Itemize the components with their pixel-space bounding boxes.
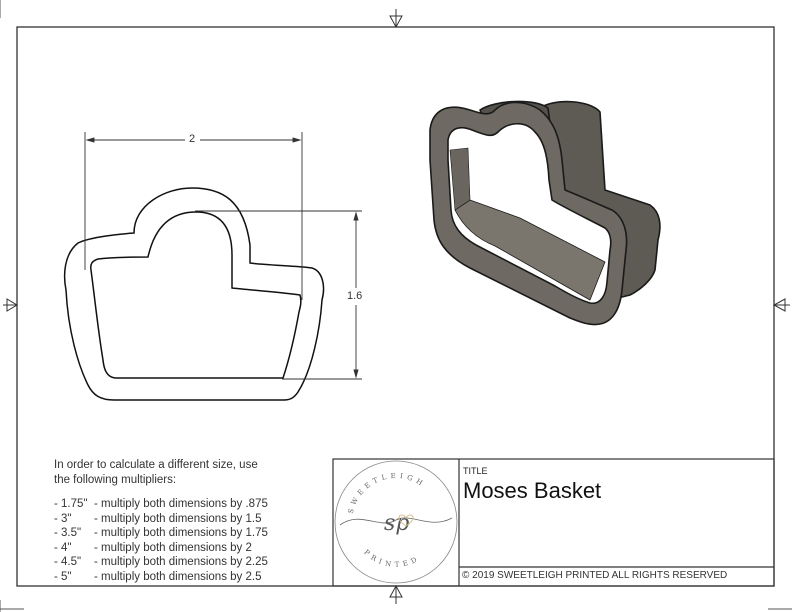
dimension-height-label: 1.6	[345, 290, 365, 302]
multiplier-text: - multiply both dimensions by 1.75	[94, 527, 268, 539]
title-block-frame	[332, 458, 775, 587]
svg-text:SWEETLEIGH: SWEETLEIGH	[347, 472, 428, 515]
multiplier-text: - multiply both dimensions by 2	[94, 541, 252, 554]
notes-intro-line-2: the following multipliers:	[54, 473, 177, 486]
multiplier-text: - multiply both dimensions by 1.5	[94, 512, 262, 525]
cutter-model-3d	[429, 100, 661, 326]
multiplier-text: - multiply both dimensions by 2.25	[94, 556, 268, 568]
title-label: TITLE	[463, 466, 488, 476]
center-mark-bottom-icon	[389, 584, 403, 604]
notes-intro-line-1: In order to calculate a different size, …	[54, 459, 258, 471]
dimension-width-label: 2	[187, 133, 198, 145]
multiplier-size: - 4"	[54, 541, 72, 554]
sweetleigh-logo: sp SWEETLEIGH PRINTED	[334, 460, 458, 584]
multiplier-size: - 1.75"	[54, 498, 88, 510]
size-multiplier-notes: In order to calculate a different size, …	[54, 458, 268, 584]
dimension-height	[195, 210, 362, 380]
svg-text:PRINTED: PRINTED	[362, 548, 422, 569]
drawing-title: Moses Basket	[463, 478, 602, 503]
multiplier-text: - multiply both dimensions by .875	[94, 498, 268, 510]
multiplier-text: - multiply both dimensions by 2.5	[94, 570, 262, 583]
multiplier-row: - 1.75" - multiply both dimensions by .87…	[54, 497, 268, 512]
multiplier-row: - 3.5" - multiply both dimensions by 1.75	[54, 526, 268, 541]
multiplier-size: - 3"	[54, 512, 72, 525]
multiplier-row: - 3" - multiply both dimensions by 1.5	[54, 512, 268, 527]
center-mark-left-icon	[3, 298, 18, 312]
multiplier-row: - 4" - multiply both dimensions by 2	[54, 541, 268, 556]
cutter-outline-2d	[63, 187, 325, 401]
multiplier-row: - 4.5" - multiply both dimensions by 2.25	[54, 555, 268, 570]
dimension-width	[84, 132, 303, 300]
multiplier-size: - 4.5"	[54, 556, 82, 568]
center-mark-top-icon	[389, 9, 403, 29]
center-mark-right-icon	[772, 298, 790, 312]
multiplier-size: - 3.5"	[54, 527, 82, 539]
copyright-notice: © 2019 SWEETLEIGH PRINTED ALL RIGHTS RES…	[462, 570, 728, 581]
svg-text:sp: sp	[384, 511, 409, 536]
multiplier-row: - 5" - multiply both dimensions by 2.5	[54, 570, 268, 585]
multiplier-size: - 5"	[54, 570, 72, 583]
